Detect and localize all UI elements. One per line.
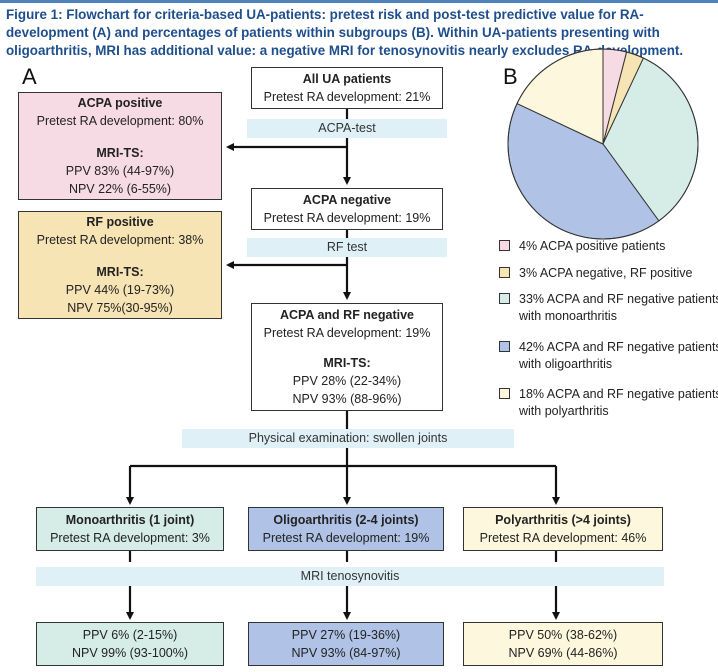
node-acpa-negative: ACPA negative Pretest RA development: 19… [251,188,443,230]
node-pretest: Pretest RA development: 19% [263,326,431,340]
node-rf-positive: RF positive Pretest RA development: 38% … [18,211,222,319]
legend-swatch [499,267,510,278]
legend-swatch [499,388,510,399]
rf-test-label: RF test [247,238,447,257]
node-title: ACPA positive [77,96,163,110]
node-npv: NPV 93% (88-96%) [292,392,402,406]
node-mono-result: PPV 6% (2-15%) NPV 99% (93-100%) [36,622,224,666]
legend-swatch [499,293,510,304]
node-all-ua-patients: All UA patients Pretest RA development: … [251,67,443,109]
node-title: Monoarthritis (1 joint) [65,513,195,527]
figure-title: Figure 1: Flowchart for criteria-based U… [6,7,684,58]
legend-text: 18% ACPA and RF negative patients with p… [519,387,718,418]
node-npv: NPV 69% (44-86%) [508,646,618,660]
legend-swatch [499,240,510,251]
node-ppv: PPV 50% (38-62%) [508,628,618,642]
node-pretest: Pretest RA development: 38% [36,233,204,247]
node-npv: NPV 93% (84-97%) [291,646,401,660]
legend-text: 33% ACPA and RF negative patients with m… [519,292,718,323]
node-npv: NPV 75%(30-95%) [67,301,173,315]
node-ppv: PPV 83% (44-97%) [65,164,175,178]
node-pretest: Pretest RA development: 19% [262,531,430,545]
panel-b-label: B [503,64,518,89]
node-ppv: PPV 27% (19-36%) [291,628,401,642]
node-oligoarthritis: Oligoarthritis (2-4 joints) Pretest RA d… [248,507,444,551]
node-ppv: PPV 6% (2-15%) [82,628,178,642]
node-oligo-result: PPV 27% (19-36%) NPV 93% (84-97%) [248,622,444,666]
top-rule [0,0,718,3]
node-title: RF positive [86,215,154,229]
node-pretest: Pretest RA development: 21% [263,90,431,104]
node-title: Polyarthritis (>4 joints) [495,513,631,527]
node-poly-result: PPV 50% (38-62%) NPV 69% (44-86%) [463,622,663,666]
mri-tenosynovitis-label: MRI tenosynovitis [36,567,664,586]
legend-text: 4% ACPA positive patients [519,239,666,253]
node-ppv: PPV 44% (19-73%) [65,283,175,297]
node-acpa-positive: ACPA positive Pretest RA development: 80… [18,92,222,200]
node-mri-heading: MRI-TS: [323,356,371,370]
node-pretest: Pretest RA development: 3% [50,531,210,545]
acpa-test-label: ACPA-test [247,119,447,138]
node-title: All UA patients [302,72,392,86]
node-title: ACPA and RF negative [279,308,415,322]
node-npv: NPV 22% (6-55%) [68,182,172,196]
node-mri-heading: MRI-TS: [96,265,144,279]
node-acpa-rf-negative: ACPA and RF negative Pretest RA developm… [251,303,443,411]
node-pretest: Pretest RA development: 46% [479,531,647,545]
pie-outline [507,48,699,240]
legend-text: 42% ACPA and RF negative patients with o… [519,340,718,371]
node-monoarthritis: Monoarthritis (1 joint) Pretest RA devel… [36,507,224,551]
panel-a-label: A [22,64,37,89]
node-title: Oligoarthritis (2-4 joints) [273,513,419,527]
node-ppv: PPV 28% (22-34%) [292,374,402,388]
node-title: ACPA negative [302,193,392,207]
node-pretest: Pretest RA development: 80% [36,114,204,128]
node-pretest: Pretest RA development: 19% [263,211,431,225]
legend-text: 3% ACPA negative, RF positive [519,266,693,280]
legend-swatch [499,341,510,352]
physical-exam-label: Physical examination: swollen joints [182,429,514,448]
node-polyarthritis: Polyarthritis (>4 joints) Pretest RA dev… [463,507,663,551]
node-npv: NPV 99% (93-100%) [71,646,189,660]
node-mri-heading: MRI-TS: [96,146,144,160]
